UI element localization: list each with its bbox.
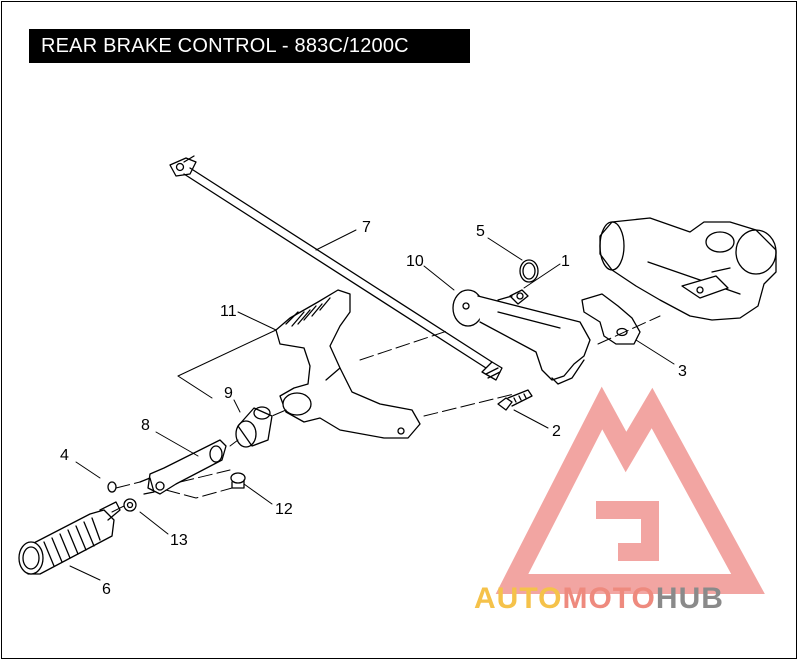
part-washer xyxy=(123,498,137,512)
callout-3: 3 xyxy=(678,363,687,380)
part-bushing xyxy=(235,406,273,448)
callout-4: 4 xyxy=(60,447,69,464)
watermark-moto: MOTO xyxy=(562,582,656,615)
callout-13: 13 xyxy=(170,532,188,549)
callout-11: 11 xyxy=(220,303,237,320)
part-brake-rod xyxy=(169,155,503,381)
callout-10: 10 xyxy=(406,253,424,270)
callout-12: 12 xyxy=(275,501,293,518)
callout-8: 8 xyxy=(141,417,150,434)
watermark-auto: AUTO xyxy=(474,582,563,615)
part-pivot-shaft xyxy=(139,439,227,495)
callout-1: 1 xyxy=(561,253,570,270)
part-brake-pedal xyxy=(275,289,421,439)
callout-labels: 7 10 5 1 3 2 11 9 8 4 12 13 6 xyxy=(60,219,687,598)
watermark-logo-icon xyxy=(495,386,765,594)
part-mounting-bracket xyxy=(581,293,641,345)
part-brake-lever-link xyxy=(452,289,591,385)
assembly-lines xyxy=(111,315,661,513)
callout-7: 7 xyxy=(362,219,371,236)
callout-6: 6 xyxy=(102,581,111,598)
part-frame-mount xyxy=(599,217,777,321)
part-bolt-2 xyxy=(497,389,533,411)
callout-9: 9 xyxy=(224,385,233,402)
part-screw-1 xyxy=(497,289,529,305)
diagram-title: REAR BRAKE CONTROL - 883C/1200C xyxy=(29,29,470,63)
watermark-text: AUTOMOTOHUB xyxy=(474,582,724,616)
part-clip xyxy=(107,481,117,493)
callout-2: 2 xyxy=(552,423,561,440)
callout-5: 5 xyxy=(476,223,485,240)
leader-lines xyxy=(69,229,675,581)
part-footpeg xyxy=(18,501,121,575)
watermark-hub: HUB xyxy=(655,582,724,615)
part-screw-12 xyxy=(230,472,246,489)
part-retaining-ring xyxy=(519,259,539,283)
